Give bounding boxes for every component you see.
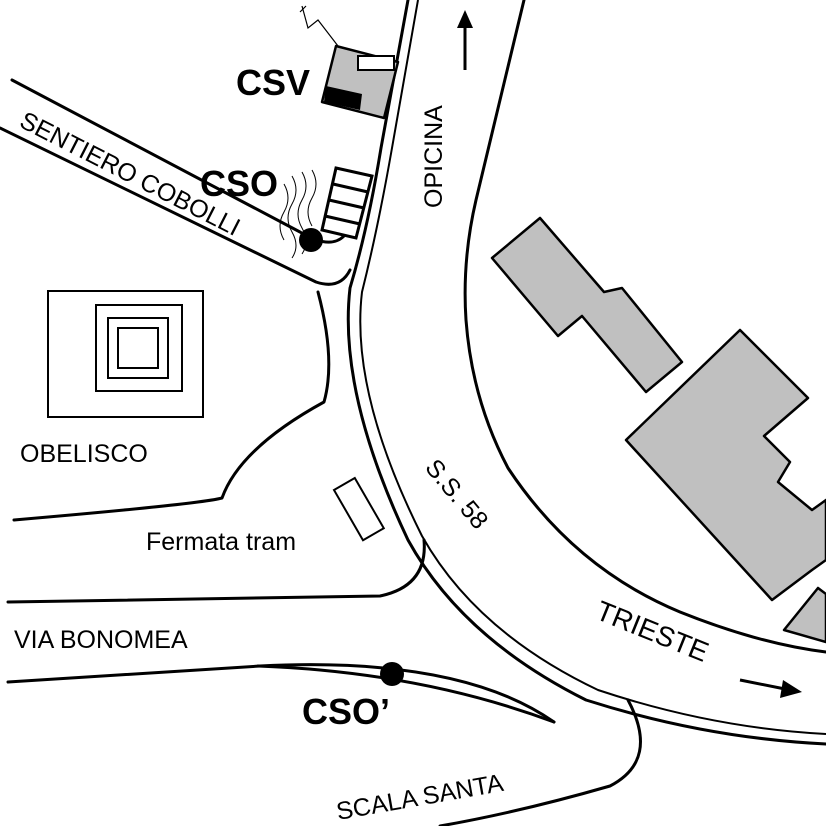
via-bonomea-road xyxy=(6,538,556,724)
obelisco-label: OBELISCO xyxy=(20,440,148,468)
csv-dark-block xyxy=(324,86,362,110)
opicina-label: OPICINA xyxy=(420,105,448,208)
cso-prime-label: CSO’ xyxy=(302,691,390,732)
arrow-trieste-icon xyxy=(739,678,802,698)
cso-instrument-ladder xyxy=(320,166,374,240)
obelisco-monument xyxy=(47,290,204,418)
cso-prime-station-icon xyxy=(380,662,404,686)
cso-label: CSO xyxy=(200,163,278,204)
via-bonomea-label: VIA BONOMEA xyxy=(14,626,188,654)
obelisco-area-outline xyxy=(12,290,331,522)
ss58-road xyxy=(346,0,826,746)
tram-stop-shelter xyxy=(332,476,386,542)
csv-building xyxy=(299,5,400,120)
cso-station-icon xyxy=(299,228,323,252)
fermata-tram-label: Fermata tram xyxy=(146,528,296,556)
csv-label: CSV xyxy=(236,62,310,103)
buildings-east xyxy=(490,216,826,644)
sentiero-cobolli-path xyxy=(0,78,352,286)
scala-santa-road xyxy=(256,664,642,826)
trieste-label: TRIESTE xyxy=(592,595,713,668)
ss58-label: S.S. 58 xyxy=(419,454,493,535)
antenna-icon xyxy=(299,5,339,47)
arrow-opicina-icon xyxy=(457,10,473,70)
